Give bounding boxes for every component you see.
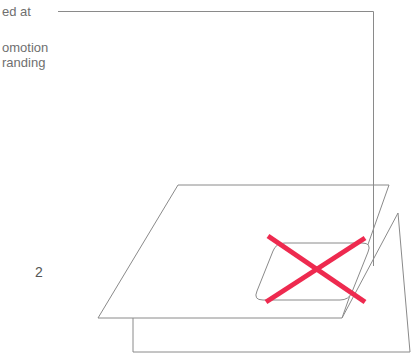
callout-number: 2	[35, 265, 43, 280]
cross-stroke	[266, 238, 365, 302]
leader-line	[58, 12, 374, 267]
note-text: omotion	[2, 40, 48, 55]
note-text: randing	[2, 55, 45, 70]
note-text: ed at	[2, 4, 31, 19]
front-sheet	[98, 185, 389, 318]
